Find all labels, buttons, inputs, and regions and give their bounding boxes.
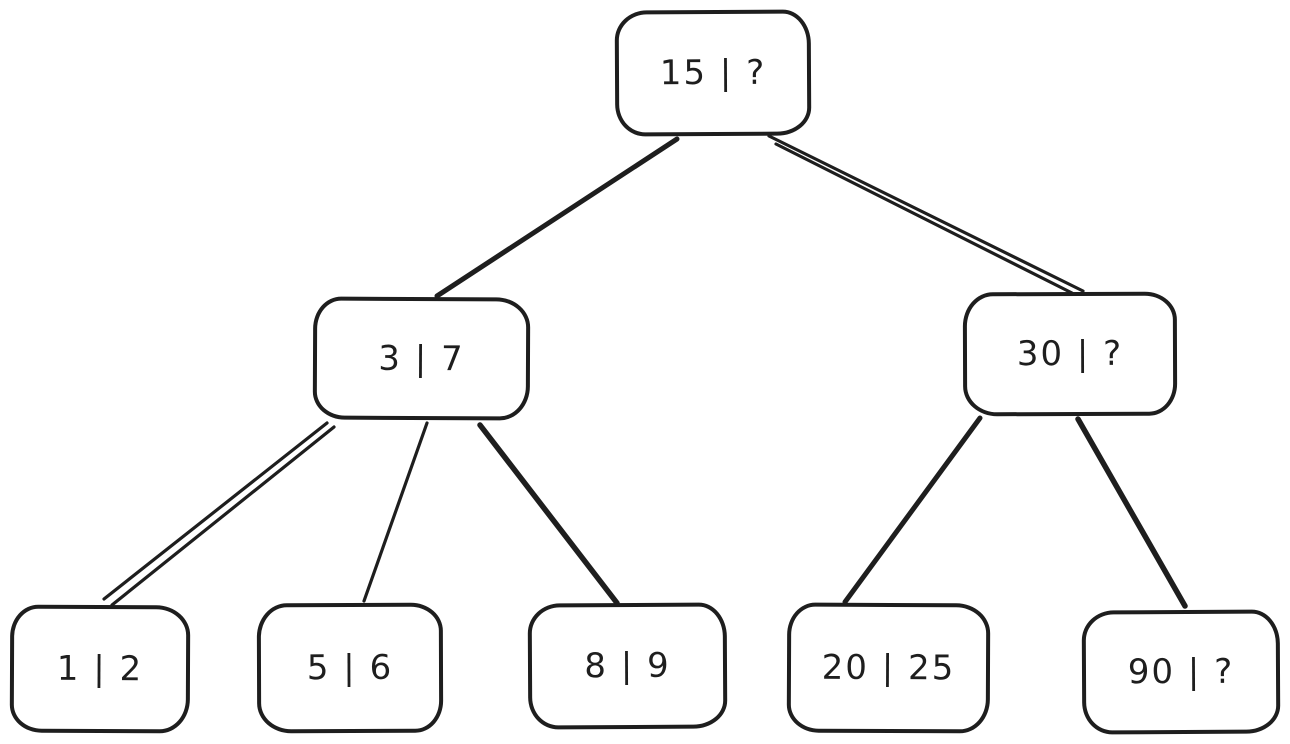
node-label: 90 | ? bbox=[1127, 651, 1235, 693]
edge-root-to-left bbox=[434, 136, 680, 299]
tree-node-20: 20 | 25 bbox=[786, 602, 991, 734]
edge-left-to-c2 bbox=[362, 421, 429, 603]
tree-node-90: 90 | ? bbox=[1081, 609, 1281, 735]
tree-node-5: 5 | 6 bbox=[256, 602, 444, 734]
node-label: 1 | 2 bbox=[56, 648, 144, 690]
tree-node-8: 8 | 9 bbox=[527, 602, 728, 730]
tree-node-1: 1 | 2 bbox=[9, 604, 191, 734]
node-label: 15 | ? bbox=[659, 52, 767, 94]
edge-left-to-c3 bbox=[477, 422, 620, 606]
node-label: 20 | 25 bbox=[821, 647, 956, 689]
edge-left-to-c1-stroke2 bbox=[110, 425, 336, 607]
edge-root-to-right-stroke2 bbox=[774, 142, 1074, 295]
tree-node-3: 3 | 7 bbox=[312, 296, 531, 421]
node-label: 8 | 9 bbox=[584, 645, 671, 687]
tree-node-30: 30 | ? bbox=[962, 291, 1178, 417]
edge-right-to-c4 bbox=[842, 415, 983, 605]
tree-node-15: 15 | ? bbox=[614, 9, 812, 137]
edge-right-to-c5 bbox=[1075, 416, 1188, 609]
edge-root-to-right-stroke1 bbox=[767, 134, 1085, 293]
edge-left-to-c1-stroke1 bbox=[102, 421, 329, 601]
node-label: 5 | 6 bbox=[306, 647, 394, 689]
node-label: 3 | 7 bbox=[378, 338, 465, 379]
node-label: 30 | ? bbox=[1016, 333, 1124, 375]
